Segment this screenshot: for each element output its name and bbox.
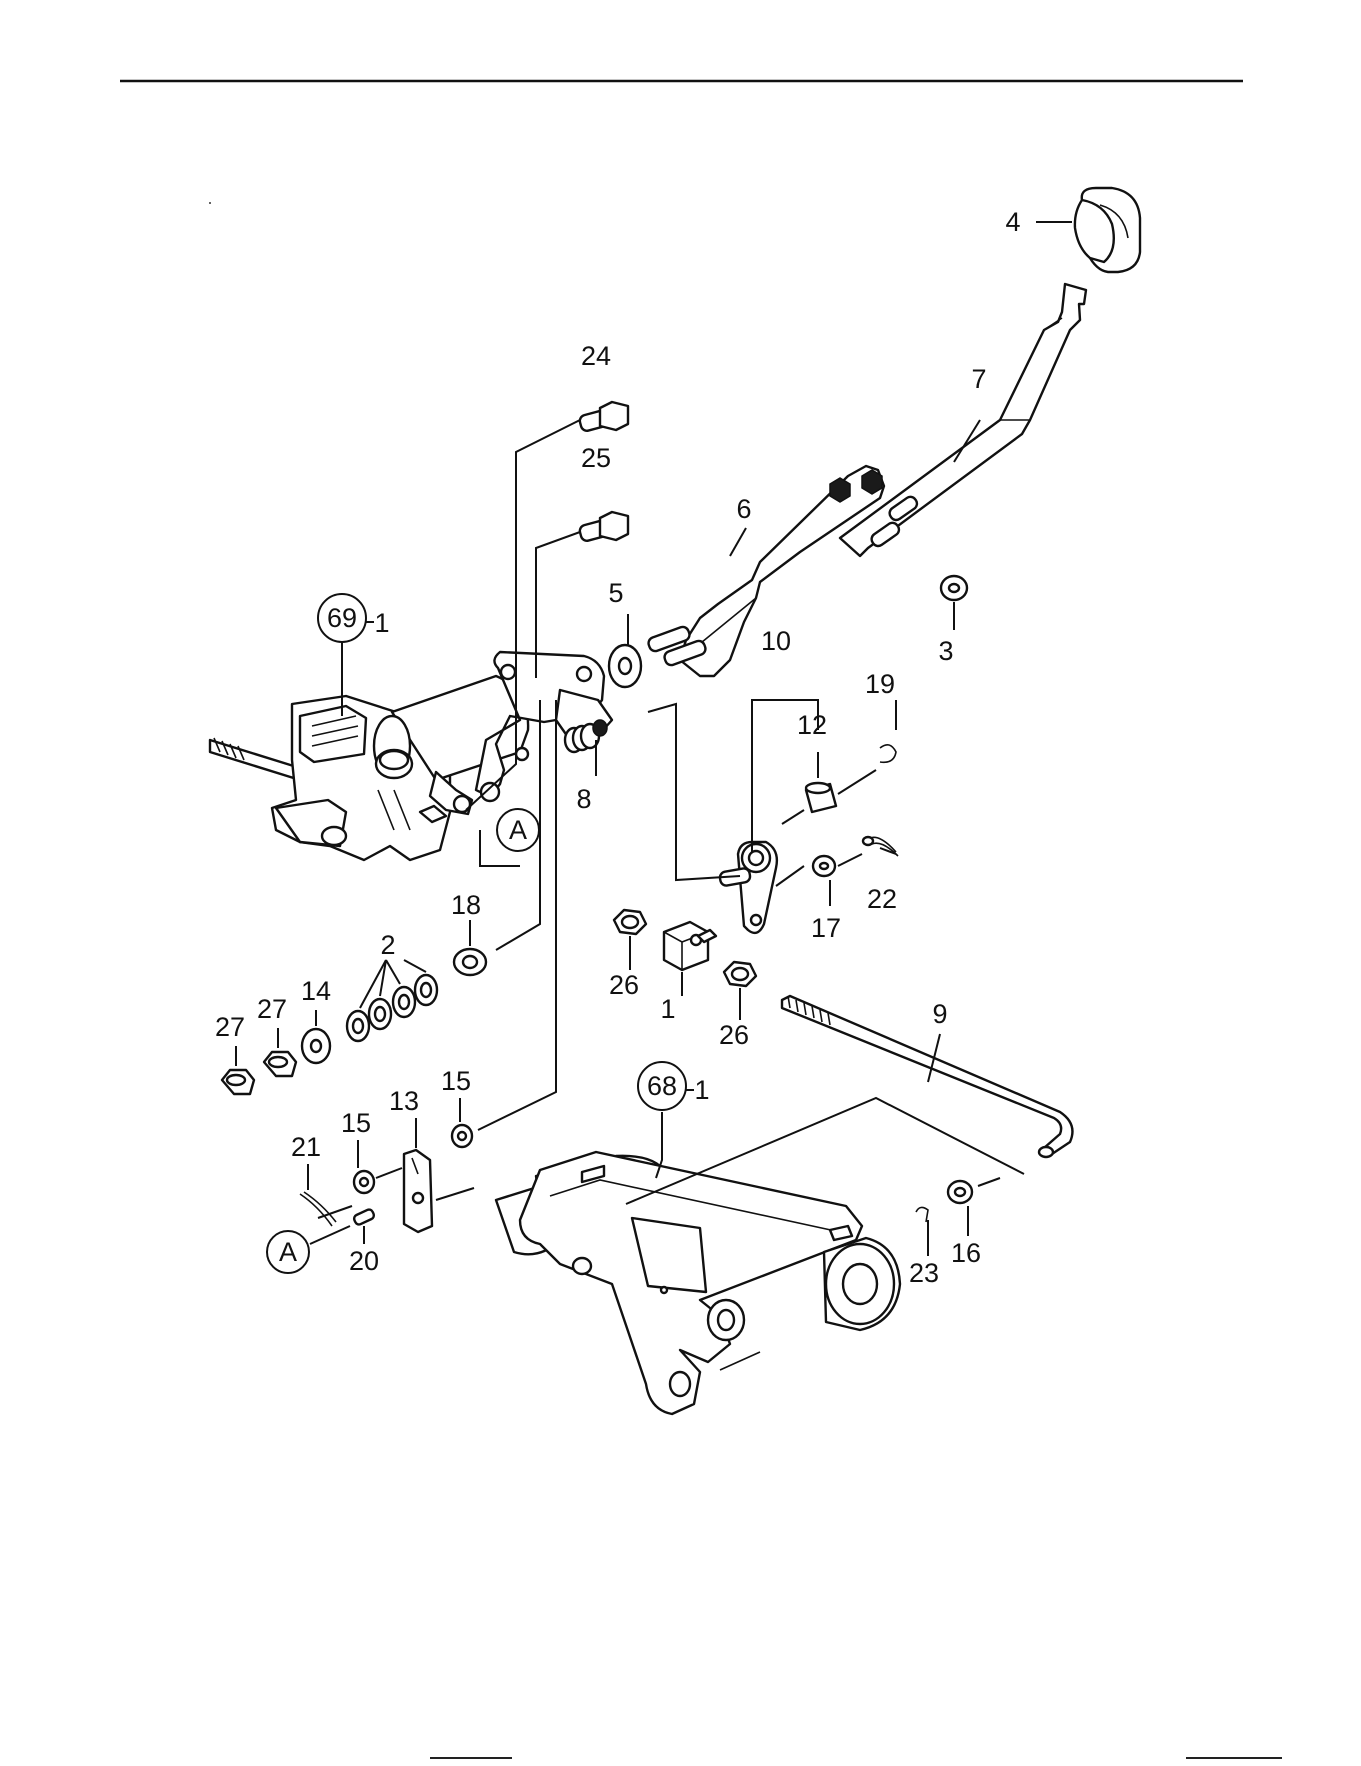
callout-22: 22 [867, 884, 897, 914]
pin-part-20 [353, 1208, 375, 1226]
callout-20: 20 [349, 1246, 379, 1276]
callout-16: 16 [951, 1238, 981, 1268]
callout-17: 17 [811, 913, 841, 943]
clip-part-23 [916, 1207, 928, 1222]
callout-12: 12 [797, 710, 827, 740]
washer-part-3 [941, 576, 967, 600]
cotter-pin-part-21 [300, 1192, 336, 1226]
knob-part-4 [1075, 188, 1140, 272]
callout-69: 69 [327, 603, 357, 633]
link-part-10 [719, 842, 777, 933]
washer-part-17 [813, 856, 835, 876]
callout-26-right: 26 [719, 1020, 749, 1050]
lever-part-7 [840, 284, 1086, 556]
rod-part-9 [782, 996, 1072, 1157]
nut-part-27b [264, 1052, 296, 1076]
callout-10: 10 [761, 626, 791, 656]
callout-5: 5 [608, 578, 623, 608]
plate-part-13 [404, 1150, 432, 1232]
speck [209, 202, 211, 204]
callout-6: 6 [736, 494, 751, 524]
washer-part-16 [948, 1181, 972, 1203]
washer-part-15a [354, 1171, 374, 1193]
callout-24: 24 [581, 341, 611, 371]
nut-part-27a [222, 1070, 254, 1094]
bolt-part-25 [579, 512, 628, 542]
callout-4: 4 [1005, 207, 1020, 237]
callout-8: 8 [576, 784, 591, 814]
nut-part-26b [724, 962, 756, 986]
callout-13: 13 [389, 1086, 419, 1116]
clip-part-19 [880, 745, 896, 762]
callout-2: 2 [380, 930, 395, 960]
callout-1: 1 [660, 994, 675, 1024]
callout-7: 7 [971, 364, 986, 394]
callout-27-left: 27 [215, 1012, 245, 1042]
callout-9: 9 [932, 999, 947, 1029]
washer-part-15b [452, 1125, 472, 1147]
block-part-1 [664, 922, 716, 970]
callout-a-lower: A [279, 1237, 297, 1267]
bushing-part-12 [806, 783, 836, 812]
callout-14: 14 [301, 976, 331, 1006]
bolt-part-24 [579, 402, 628, 432]
housing-assembly-68-1 [496, 1152, 900, 1414]
callout-25: 25 [581, 443, 611, 473]
washer-part-14 [302, 1029, 330, 1063]
callout-26-left: 26 [609, 970, 639, 1000]
callout-19: 19 [865, 669, 895, 699]
callout-21: 21 [291, 1132, 321, 1162]
washer-part-18 [454, 949, 486, 975]
callout-68: 68 [647, 1071, 677, 1101]
washer-part-5 [609, 645, 641, 687]
nut-part-26a [614, 910, 646, 934]
callout-68-sub: 1 [694, 1075, 709, 1105]
callout-15-right: 15 [441, 1066, 471, 1096]
callout-15-left: 15 [341, 1108, 371, 1138]
callout-18: 18 [451, 890, 481, 920]
callout-27-right: 27 [257, 994, 287, 1024]
callout-23: 23 [909, 1258, 939, 1288]
callout-3: 3 [938, 636, 953, 666]
callout-69-sub: 1 [374, 608, 389, 638]
callout-a-upper: A [509, 815, 527, 845]
